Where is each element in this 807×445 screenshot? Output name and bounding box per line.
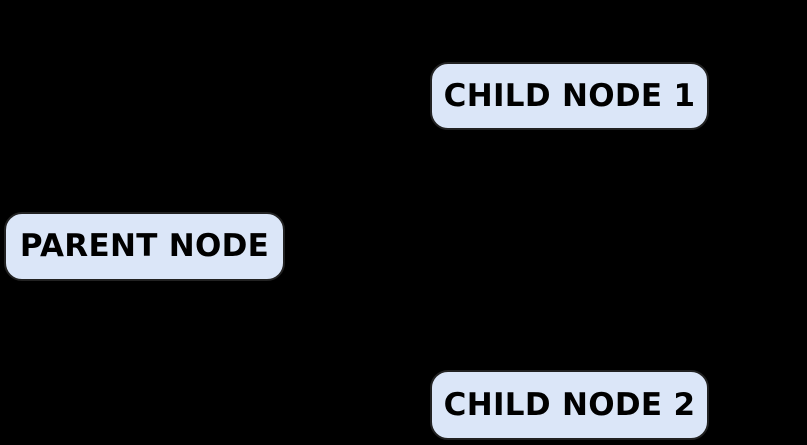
node-child-2: CHILD NODE 2 bbox=[430, 370, 709, 440]
node-child-1-label: CHILD NODE 1 bbox=[443, 77, 696, 114]
node-parent: PARENT NODE bbox=[4, 212, 285, 281]
node-child-1: CHILD NODE 1 bbox=[430, 62, 709, 130]
node-child-2-label: CHILD NODE 2 bbox=[443, 386, 696, 423]
node-parent-label: PARENT NODE bbox=[19, 228, 270, 264]
